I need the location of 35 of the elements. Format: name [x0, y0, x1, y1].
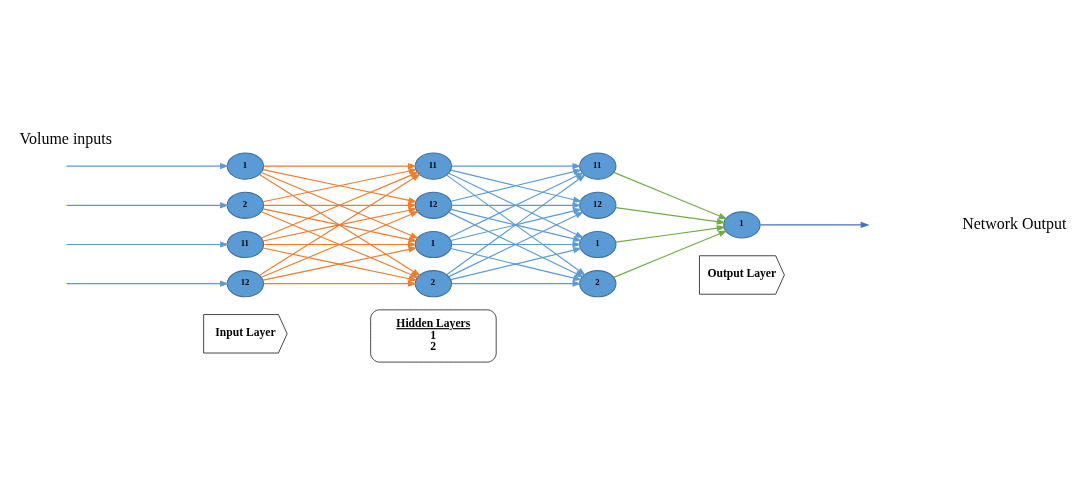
node-ellipse: 2: [226, 191, 265, 219]
node-ellipse: 12: [226, 269, 265, 297]
arrow: [65, 280, 229, 287]
arrow: [451, 280, 582, 287]
arrow: [263, 280, 417, 287]
node-ellipse: 12: [414, 191, 453, 219]
node-ellipse: 1: [579, 230, 617, 258]
label: Volume inputs: [19, 129, 112, 147]
node-ellipse: 11: [414, 152, 453, 180]
arrow: [263, 162, 417, 169]
node-ellipse: 1: [723, 210, 761, 238]
arrow: [759, 221, 870, 228]
arrow: [65, 240, 229, 248]
arrow: [65, 162, 229, 169]
arrow: [448, 211, 585, 277]
arrow: [615, 206, 726, 225]
node-ellipse: 2: [414, 269, 453, 297]
node-ellipse: 2: [579, 269, 617, 297]
arrow: [615, 224, 726, 243]
arrow: [613, 230, 728, 278]
arrow: [613, 171, 728, 219]
arrow: [65, 201, 229, 208]
node-ellipse: 1: [414, 230, 453, 258]
arrow: [451, 240, 582, 248]
arrow: [263, 240, 417, 248]
arrow: [263, 201, 417, 208]
node-box: Hidden Layers 1 2: [370, 308, 497, 362]
node-ellipse: 12: [579, 191, 617, 219]
node-ellipse: 11: [579, 152, 617, 180]
label: Network Output: [962, 214, 1067, 232]
arrow: [260, 210, 420, 278]
arrow: [451, 201, 582, 208]
arrow: [451, 162, 582, 169]
node-ellipse: 1: [226, 152, 265, 180]
node-ellipse: 11: [226, 230, 265, 258]
